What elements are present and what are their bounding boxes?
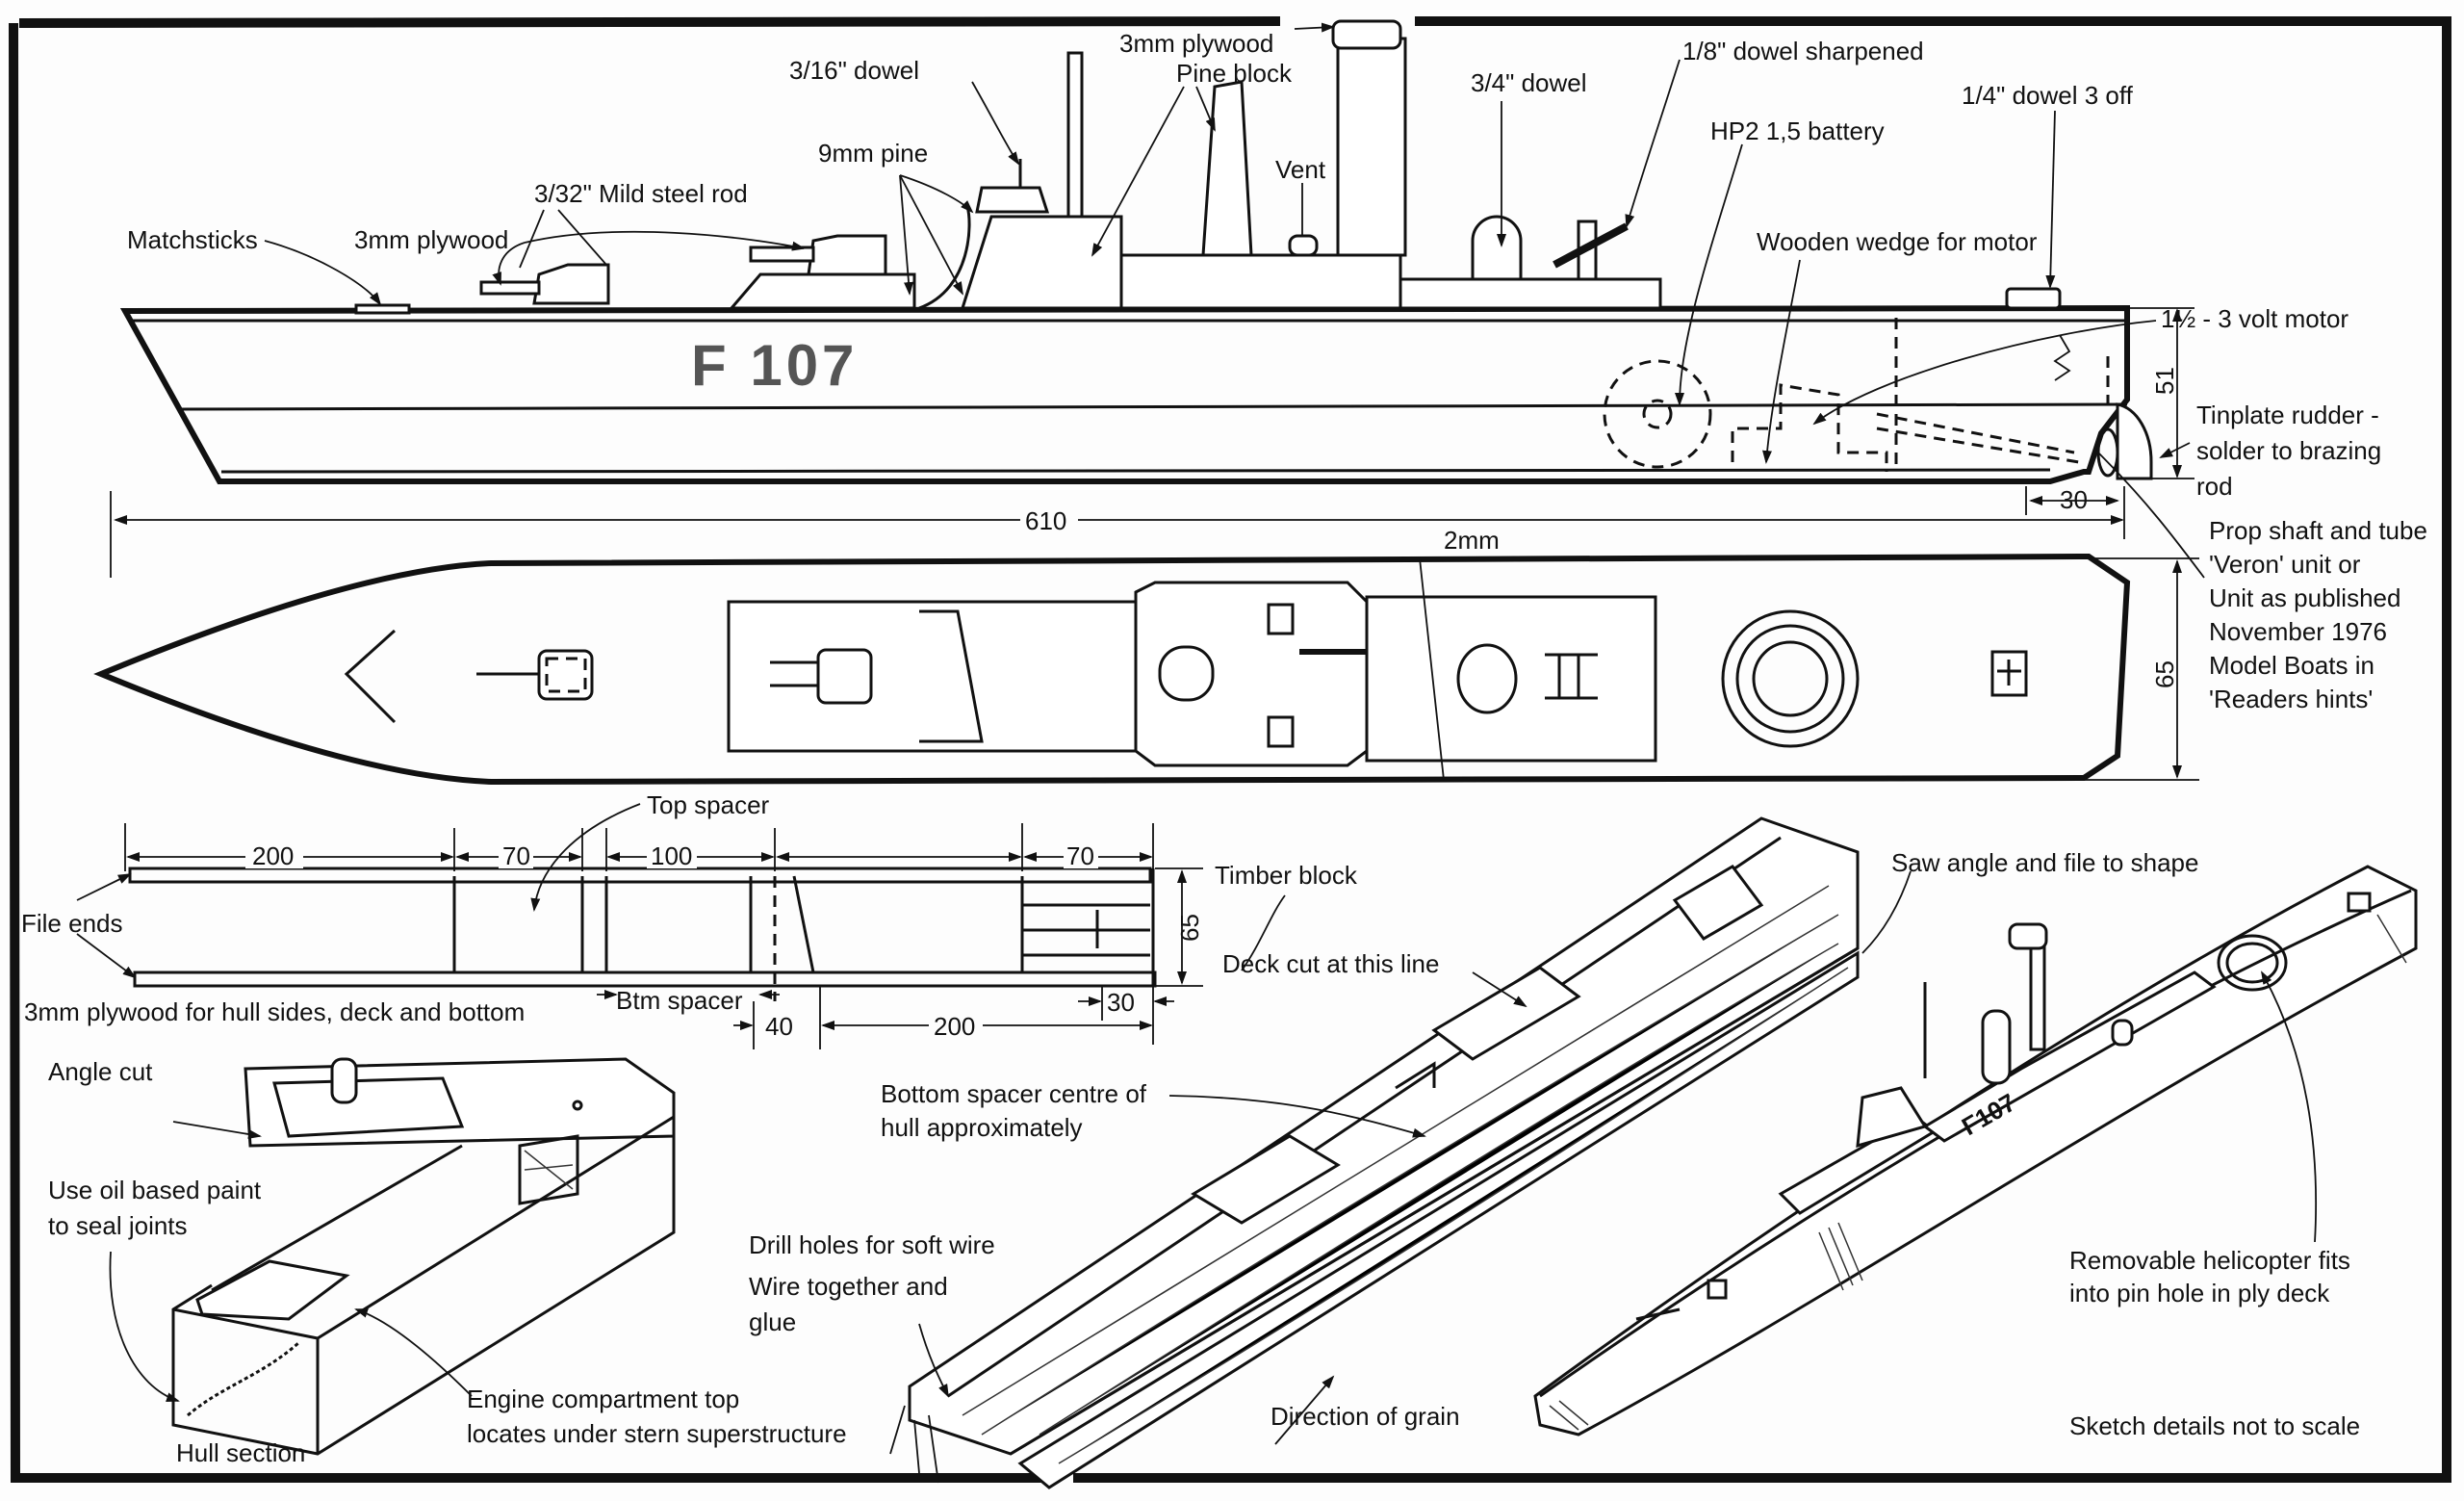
label-rudder-1: Tinplate rudder - bbox=[2196, 401, 2379, 429]
prop-note-line-2: 'Veron' unit or bbox=[2209, 550, 2361, 579]
label-dowel-1-8: 1/8" dowel sharpened bbox=[1682, 37, 1924, 65]
dim-beam-65: 65 bbox=[2150, 660, 2179, 688]
label-paint-2: to seal joints bbox=[48, 1211, 188, 1240]
side-elevation: F 107 bbox=[110, 19, 2205, 579]
hull-section-labels: Angle cut Use oil based paint to seal jo… bbox=[48, 1057, 847, 1467]
sketch-hull bbox=[1533, 865, 2418, 1436]
hull-section-sketch bbox=[109, 1057, 676, 1456]
dim-length-610: 610 bbox=[1025, 506, 1066, 535]
label-hull-section: Hull section bbox=[176, 1438, 305, 1467]
label-paint-1: Use oil based paint bbox=[48, 1176, 262, 1204]
dim-btm-40: 40 bbox=[765, 1012, 793, 1041]
mast bbox=[1066, 51, 1084, 219]
prop-note-line-3: Unit as published bbox=[2209, 583, 2400, 612]
dim-side-70a: 70 bbox=[502, 841, 530, 870]
label-timber-block: Timber block bbox=[1215, 861, 1358, 890]
label-dowel-3-16: 3/16" dowel bbox=[789, 56, 919, 85]
label-file-ends: File ends bbox=[21, 909, 123, 938]
matchsticks-part bbox=[354, 303, 411, 315]
label-vent: Vent bbox=[1275, 155, 1326, 184]
dim-side-65: 65 bbox=[1175, 914, 1204, 942]
label-wooden-wedge: Wooden wedge for motor bbox=[1757, 227, 2038, 256]
finished-sketch-labels: Removable helicopter fits into pin hole … bbox=[2069, 1246, 2360, 1440]
prop-note-line-6: 'Readers hints' bbox=[2209, 685, 2373, 713]
b-gun bbox=[807, 234, 887, 276]
label-deck-cut: Deck cut at this line bbox=[1222, 949, 1439, 978]
hull-sides-layout: 200 70 100 70 65 40 200 30 bbox=[76, 803, 1286, 1049]
dim-side-200: 200 bbox=[252, 841, 294, 870]
label-drill-holes: Drill holes for soft wire bbox=[749, 1230, 995, 1259]
label-bottom-spacer-1: Bottom spacer centre of bbox=[881, 1079, 1147, 1108]
forward-gun bbox=[532, 263, 610, 305]
plan-view: 65 bbox=[93, 553, 2199, 786]
label-rudder-2: solder to brazing bbox=[2196, 436, 2381, 465]
stern-dowel bbox=[2005, 287, 2062, 310]
prop-note-line-4: November 1976 bbox=[2209, 617, 2387, 646]
label-btm-spacer: Btm spacer bbox=[616, 986, 743, 1015]
label-battery: HP2 1,5 battery bbox=[1710, 116, 1885, 145]
dim-side-100: 100 bbox=[651, 841, 692, 870]
dowel-3-4-part bbox=[1471, 215, 1523, 281]
label-bottom-spacer-2: hull approximately bbox=[881, 1113, 1083, 1142]
prop-note-line-5: Model Boats in bbox=[2209, 651, 2374, 680]
label-grain: Direction of grain bbox=[1270, 1402, 1460, 1431]
label-plywood-note: 3mm plywood for hull sides, deck and bot… bbox=[24, 997, 525, 1026]
timber-block-labels: Deck cut at this line Bottom spacer cent… bbox=[749, 848, 2198, 1431]
label-helicopter-1: Removable helicopter fits bbox=[2069, 1246, 2350, 1275]
label-engine-1: Engine compartment top bbox=[467, 1385, 739, 1413]
finished-ship-sketch: F107 bbox=[1533, 865, 2418, 1436]
label-rudder-3: rod bbox=[2196, 472, 2233, 501]
battery-outline bbox=[1603, 359, 1712, 469]
label-saw-angle: Saw angle and file to shape bbox=[1891, 848, 2198, 877]
label-matchsticks: Matchsticks bbox=[127, 225, 258, 254]
label-dowel-3-4: 3/4" dowel bbox=[1471, 68, 1587, 97]
prop-note-line-1: Prop shaft and tube bbox=[2209, 516, 2427, 545]
hull-outline bbox=[119, 304, 2130, 484]
timber-block-sketch bbox=[889, 816, 1912, 1489]
label-motor: 1½ - 3 volt motor bbox=[2161, 304, 2348, 333]
vent-part bbox=[1288, 234, 1319, 257]
label-top-spacer: Top spacer bbox=[647, 790, 770, 819]
radar-plate bbox=[1331, 19, 1402, 50]
dim-btm-200: 200 bbox=[934, 1012, 975, 1041]
label-mild-steel-rod: 3/32" Mild steel rod bbox=[534, 179, 748, 208]
plan-hull-outline bbox=[93, 553, 2131, 786]
label-3mm-plywood-mast: 3mm plywood bbox=[1119, 29, 1273, 58]
sheet-border bbox=[9, 16, 2451, 1483]
label-engine-2: locates under stern superstructure bbox=[467, 1419, 847, 1448]
label-3mm-plywood: 3mm plywood bbox=[354, 225, 508, 254]
label-helicopter-2: into pin hole in ply deck bbox=[2069, 1279, 2330, 1307]
side-view-labels: Matchsticks 3mm plywood 3/32" Mild steel… bbox=[127, 29, 2381, 501]
label-not-to-scale: Sketch details not to scale bbox=[2069, 1411, 2360, 1440]
dim-stern-30: 30 bbox=[2060, 485, 2088, 514]
label-dowel-1-4: 1/4" dowel 3 off bbox=[1962, 81, 2134, 110]
helideck-outer bbox=[1721, 609, 1860, 748]
hull-marking: F 107 bbox=[691, 333, 858, 398]
label-wire-2: glue bbox=[749, 1307, 796, 1336]
dim-deck-2mm: 2mm bbox=[1444, 526, 1500, 555]
label-wire-1: Wire together and bbox=[749, 1272, 948, 1301]
rudder bbox=[2116, 402, 2153, 480]
prop-note: Prop shaft and tube 'Veron' unit or Unit… bbox=[2209, 516, 2427, 713]
dim-btm-30: 30 bbox=[1107, 988, 1135, 1017]
bridge bbox=[960, 215, 1123, 310]
label-pine-block: Pine block bbox=[1176, 59, 1293, 88]
hull-sides-labels: Top spacer File ends 3mm plywood for hul… bbox=[21, 790, 1358, 1026]
label-angle-cut: Angle cut bbox=[48, 1057, 153, 1086]
dim-side-70b: 70 bbox=[1066, 841, 1094, 870]
label-9mm-pine: 9mm pine bbox=[818, 139, 928, 168]
funnel bbox=[1201, 80, 1253, 257]
dim-height-51: 51 bbox=[2150, 367, 2179, 395]
